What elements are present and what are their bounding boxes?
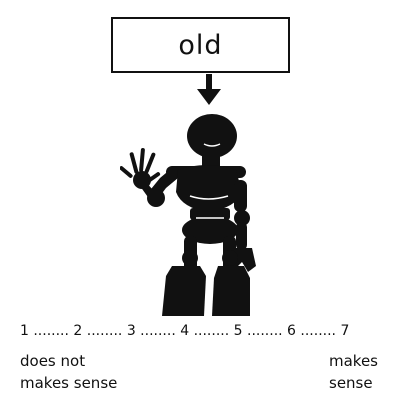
arrow-down-icon bbox=[197, 74, 221, 105]
anchor-right-line1: makes bbox=[329, 352, 378, 370]
prompt-word: old bbox=[178, 29, 223, 61]
robot-waving-icon bbox=[120, 114, 256, 316]
scale-anchor-right: makes sense bbox=[329, 350, 378, 394]
scale-anchor-left: does not makes sense bbox=[20, 350, 117, 394]
anchor-left-line2: makes sense bbox=[20, 374, 118, 392]
anchor-left-line1: does not bbox=[20, 352, 86, 370]
word-box: old bbox=[111, 17, 290, 73]
anchor-right-line2: sense bbox=[329, 374, 373, 392]
rating-scale: 1 ........ 2 ........ 3 ........ 4 .....… bbox=[20, 323, 350, 339]
